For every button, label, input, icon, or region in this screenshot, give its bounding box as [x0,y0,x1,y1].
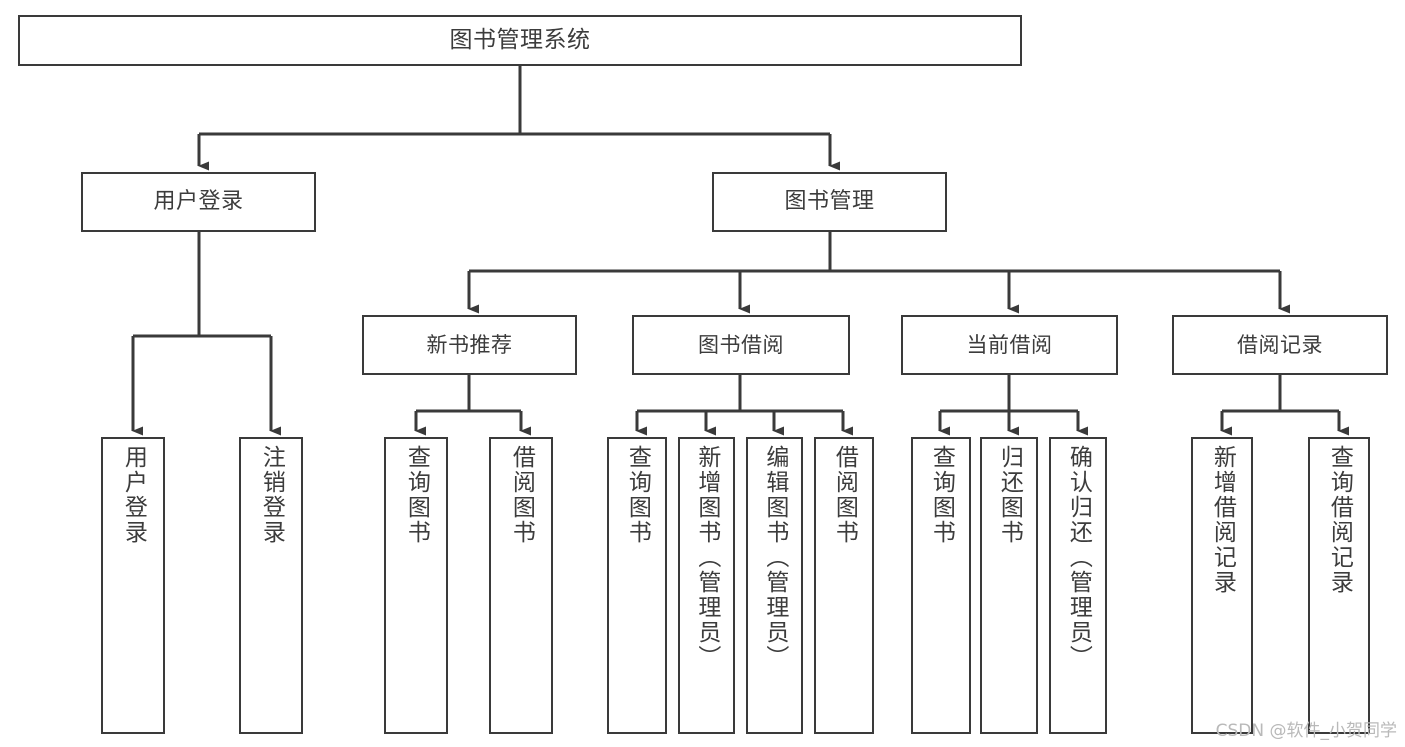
node-label: 注销登录 [258,445,285,545]
node-leaf-add-book-admin[interactable]: 新增图书（管理员） [678,437,735,734]
node-leaf-query-book-current[interactable]: 查询图书 [911,437,971,734]
node-borrow-record[interactable]: 借阅记录 [1172,315,1388,375]
node-label: 新书推荐 [426,332,513,357]
node-label: 借阅图书 [508,445,535,545]
node-leaf-confirm-return-admin[interactable]: 确认归还（管理员） [1049,437,1107,734]
node-current-borrow[interactable]: 当前借阅 [901,315,1118,375]
node-label: 图书管理系统 [449,26,591,53]
node-label: 借阅记录 [1237,332,1323,357]
node-leaf-borrow-book-borrow[interactable]: 借阅图书 [814,437,874,734]
node-leaf-query-book-recommend[interactable]: 查询图书 [384,437,448,734]
node-leaf-query-book-borrow[interactable]: 查询图书 [607,437,667,734]
node-label: 用户登录 [153,189,244,215]
node-leaf-return-book[interactable]: 归还图书 [980,437,1038,734]
node-label: 确认归还（管理员） [1065,445,1092,670]
node-label: 归还图书 [996,445,1023,545]
node-new-book-recommend[interactable]: 新书推荐 [362,315,577,375]
csdn-watermark: CSDN @软件_小贺同学 [1215,721,1397,741]
node-leaf-borrow-book-recommend[interactable]: 借阅图书 [489,437,553,734]
node-label: 图书管理 [784,189,875,215]
node-leaf-user-login[interactable]: 用户登录 [101,437,165,734]
node-leaf-logout-login[interactable]: 注销登录 [239,437,303,734]
node-label: 借阅图书 [831,445,858,545]
node-leaf-add-borrow-record[interactable]: 新增借阅记录 [1191,437,1253,734]
node-label: 查询借阅记录 [1326,445,1353,595]
node-label: 用户登录 [120,445,147,545]
node-user-login[interactable]: 用户登录 [81,172,316,232]
node-book-manage[interactable]: 图书管理 [712,172,947,232]
node-label: 新增借阅记录 [1209,445,1236,595]
node-root-system[interactable]: 图书管理系统 [18,15,1022,66]
node-label: 编辑图书（管理员） [761,445,788,670]
node-label: 新增图书（管理员） [693,445,720,670]
node-label: 当前借阅 [966,332,1053,357]
node-leaf-query-borrow-record[interactable]: 查询借阅记录 [1308,437,1370,734]
node-label: 图书借阅 [698,332,784,357]
node-label: 查询图书 [624,445,651,545]
node-label: 查询图书 [928,445,955,545]
node-label: 查询图书 [403,445,430,545]
node-leaf-edit-book-admin[interactable]: 编辑图书（管理员） [746,437,803,734]
node-book-borrow[interactable]: 图书借阅 [632,315,850,375]
